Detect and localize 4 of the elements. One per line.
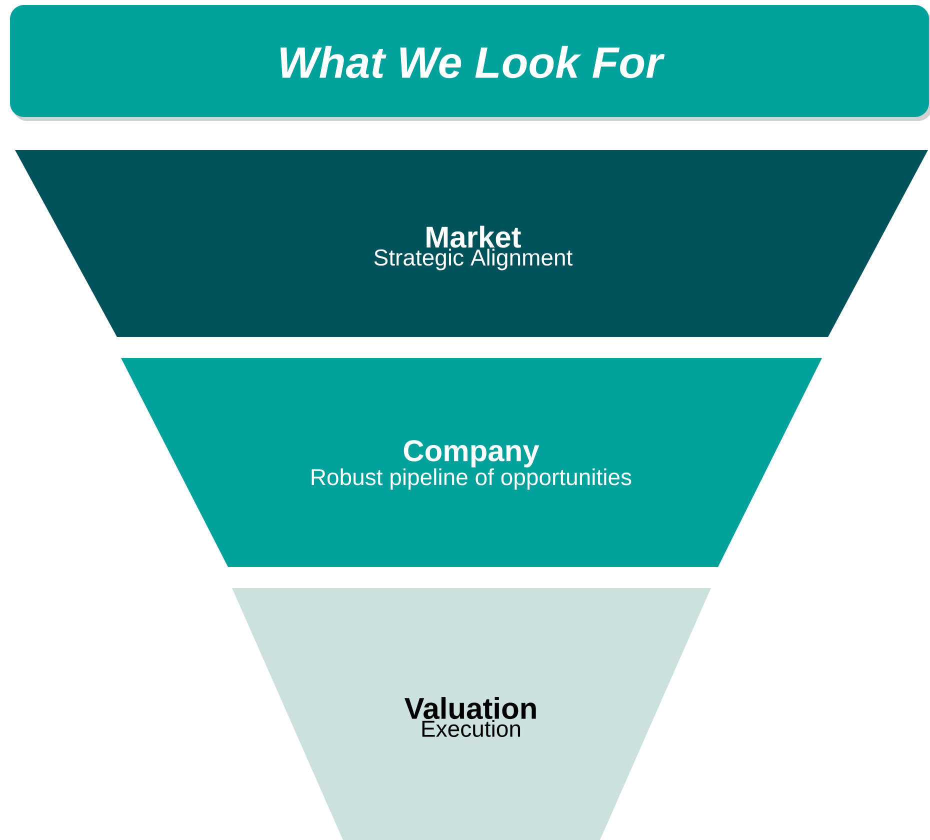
funnel-segment: Market Strategic Alignment — [15, 150, 928, 337]
funnel-segment: Valuation Execution — [232, 588, 711, 840]
funnel-segment: Company Robust pipeline of opportunities — [121, 358, 822, 567]
title-banner: What We Look For — [10, 5, 930, 121]
